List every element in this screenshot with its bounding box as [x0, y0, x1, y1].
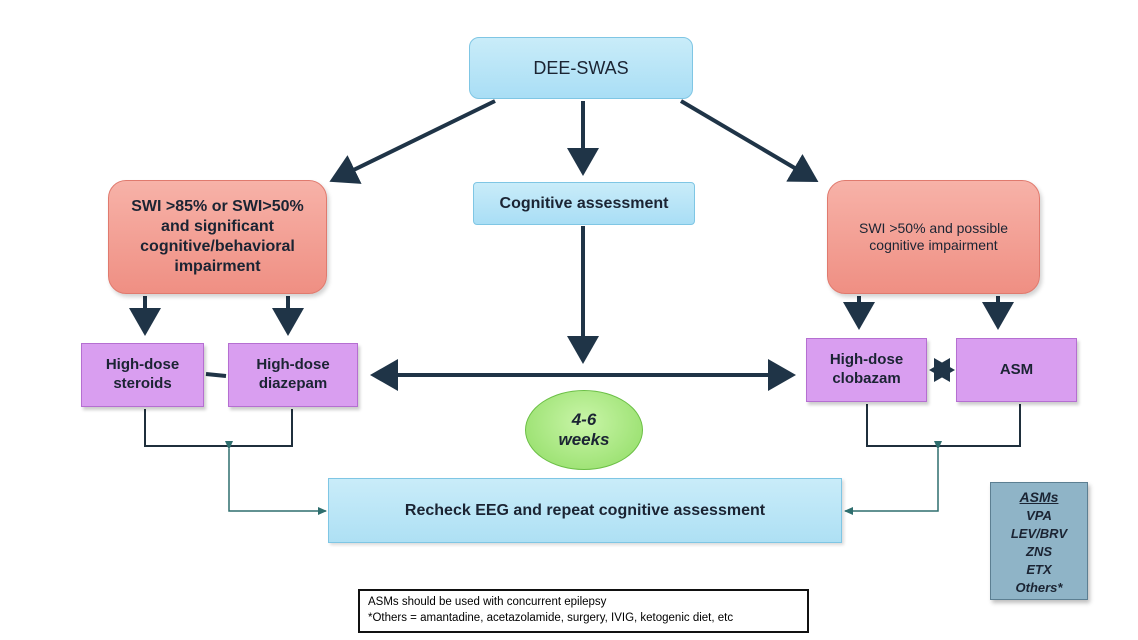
right-criteria-label: SWI >50% and possible cognitive impairme… — [858, 219, 1009, 254]
left-criteria-box: SWI >85% or SWI>50% and significant cogn… — [108, 180, 327, 294]
footnote-line2: *Others = amantadine, acetazolamide, sur… — [368, 611, 734, 624]
diazepam-box: High-dose diazepam — [228, 343, 358, 407]
asms-panel-item: VPA — [1026, 508, 1052, 523]
arrow-top-to-right — [679, 99, 819, 183]
asms-panel-item: LEV/BRV — [1010, 526, 1068, 541]
weeks-line2: weeks — [558, 430, 610, 449]
bracket-right — [866, 404, 1021, 447]
steroids-box: High-dose steroids — [81, 343, 204, 407]
steroids-label: High-dose steroids — [105, 356, 180, 392]
recheck-box: Recheck EEG and repeat cognitive assessm… — [328, 478, 842, 543]
feedback-left — [225, 441, 327, 515]
recheck-label: Recheck EEG and repeat cognitive assessm… — [404, 501, 766, 519]
feedback-right — [844, 441, 942, 515]
left-criteria-label: SWI >85% or SWI>50% and significant cogn… — [131, 198, 304, 275]
weeks-line1: 4-6 — [571, 409, 597, 429]
dee-swas-box: DEE-SWAS — [469, 37, 693, 99]
asm-label: ASM — [999, 360, 1034, 378]
dee-swas-label: DEE-SWAS — [533, 57, 629, 78]
clobazam-label: High-dose clobazam — [829, 351, 904, 387]
diazepam-label: High-dose diazepam — [256, 356, 330, 392]
cognitive-assessment-label: Cognitive assessment — [499, 194, 669, 212]
arrow-steroids-diazepam — [205, 372, 227, 378]
weeks-oval: 4-6 weeks — [525, 390, 643, 470]
right-criteria-box: SWI >50% and possible cognitive impairme… — [827, 180, 1040, 294]
cognitive-assessment-box: Cognitive assessment — [473, 182, 695, 225]
asms-panel-title: ASMs — [1019, 489, 1059, 505]
bracket-left — [144, 409, 293, 447]
asms-panel-item: ZNS — [1026, 544, 1052, 559]
asms-panel-item: Others* — [1015, 580, 1063, 595]
arrow-top-to-left — [329, 99, 496, 184]
asms-panel-item: ETX — [1026, 562, 1052, 577]
footnote-box: ASMs should be used with concurrent epil… — [358, 589, 809, 633]
clobazam-box: High-dose clobazam — [806, 338, 927, 402]
asms-panel: ASMs VPA LEV/BRV ZNS ETX Others* — [990, 482, 1088, 600]
asm-box: ASM — [956, 338, 1077, 402]
footnote-line1: ASMs should be used with concurrent epil… — [368, 596, 607, 608]
